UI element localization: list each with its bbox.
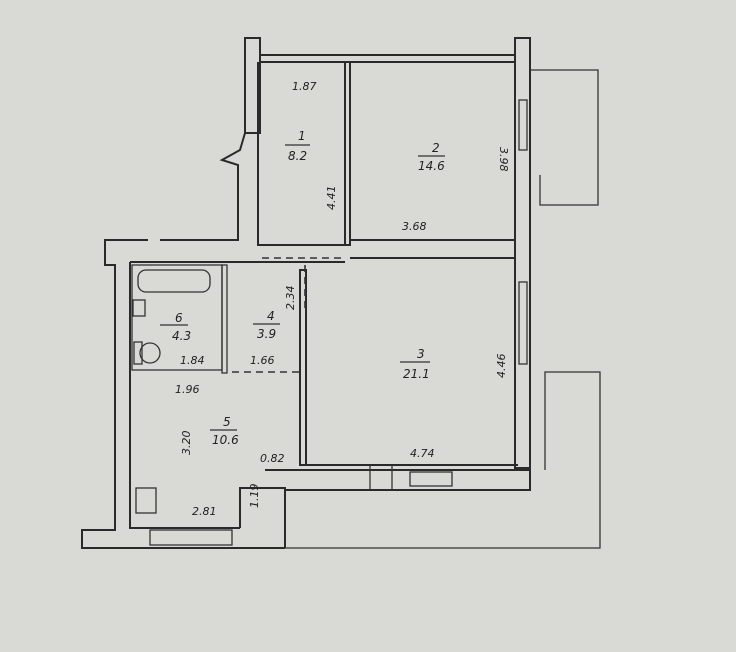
svg-text:1.19: 1.19 bbox=[248, 484, 261, 509]
svg-text:3: 3 bbox=[417, 347, 425, 361]
svg-text:14.6: 14.6 bbox=[418, 159, 445, 173]
svg-text:3.9: 3.9 bbox=[257, 327, 276, 341]
room-1-label: 1 8.2 bbox=[285, 129, 310, 163]
svg-text:4.3: 4.3 bbox=[172, 329, 191, 343]
svg-text:1.87: 1.87 bbox=[292, 80, 317, 93]
svg-text:3.20: 3.20 bbox=[180, 431, 193, 456]
svg-text:3.98: 3.98 bbox=[497, 147, 510, 172]
svg-text:6: 6 bbox=[175, 311, 183, 325]
svg-text:4.41: 4.41 bbox=[325, 186, 338, 211]
svg-text:1.96: 1.96 bbox=[175, 383, 200, 396]
room-3-label: 3 21.1 bbox=[400, 347, 430, 381]
svg-text:8.2: 8.2 bbox=[288, 149, 307, 163]
room-5-label: 5 10.6 bbox=[210, 415, 239, 447]
bathtub-icon bbox=[137, 269, 211, 293]
dimensions: 1.87 4.41 3.68 3.98 2.34 4.46 4.74 1.84 … bbox=[175, 80, 510, 518]
svg-text:10.6: 10.6 bbox=[212, 433, 239, 447]
room-4-label: 4 3.9 bbox=[253, 309, 280, 341]
walls bbox=[81, 37, 601, 549]
svg-text:4: 4 bbox=[267, 309, 275, 323]
svg-text:21.1: 21.1 bbox=[403, 367, 430, 381]
sink-icon bbox=[132, 299, 146, 317]
svg-text:1: 1 bbox=[298, 129, 306, 143]
svg-text:2: 2 bbox=[432, 141, 440, 155]
svg-text:4.74: 4.74 bbox=[410, 447, 435, 460]
stove-icon bbox=[135, 487, 157, 514]
svg-text:1.66: 1.66 bbox=[250, 354, 275, 367]
svg-text:2.81: 2.81 bbox=[192, 505, 217, 518]
svg-text:2.34: 2.34 bbox=[284, 286, 297, 311]
room-6-label: 6 4.3 bbox=[160, 311, 191, 343]
svg-text:3.68: 3.68 bbox=[402, 220, 427, 233]
svg-text:4.46: 4.46 bbox=[495, 354, 508, 379]
svg-text:1.84: 1.84 bbox=[180, 354, 205, 367]
svg-text:0.82: 0.82 bbox=[260, 452, 285, 465]
room-2-label: 2 14.6 bbox=[418, 141, 445, 173]
svg-text:5: 5 bbox=[223, 415, 231, 429]
toilet-icon bbox=[133, 341, 143, 365]
